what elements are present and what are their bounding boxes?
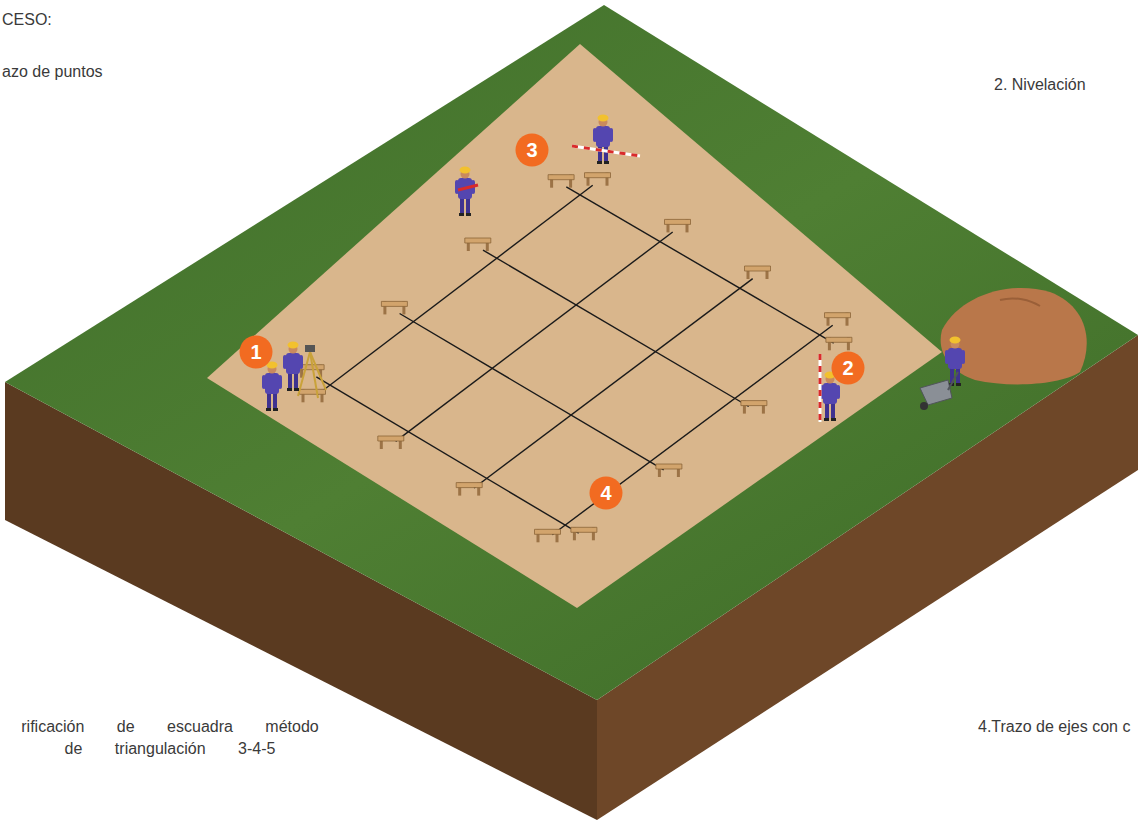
callout-number: 4: [589, 476, 623, 510]
heading-text: CESO:: [2, 9, 52, 31]
step-label: 4.Trazo de ejes con c: [978, 716, 1130, 738]
callout-circle-fill: [516, 134, 549, 167]
callout-number-text: 1: [239, 335, 273, 369]
callout-number: 3: [515, 133, 549, 167]
soil-mound: [941, 288, 1087, 384]
callout-number: 2: [831, 351, 865, 385]
callout-number-text: 4: [589, 476, 623, 510]
callout-number: 1: [239, 335, 273, 369]
callout-number-text: 2: [831, 351, 865, 385]
step-label: azo de puntos: [2, 61, 103, 83]
wheelbarrow: [920, 372, 958, 410]
grass-top: [5, 5, 1138, 700]
step-label: 2. Nivelación: [994, 74, 1086, 96]
axis-lines: [316, 185, 833, 534]
tripod: [298, 345, 326, 398]
leveled-pad: [207, 44, 942, 608]
leveling-rods: [458, 146, 820, 422]
step-label: rificación de escuadra método de triangu…: [2, 716, 338, 760]
batter-boards: [298, 173, 852, 543]
callout-circle-fill: [240, 336, 273, 369]
callout-circle-fill: [832, 352, 865, 385]
soil-mound-shade: [1000, 298, 1040, 306]
callout-number-text: 3: [515, 133, 549, 167]
callout-circle-fill: [590, 477, 623, 510]
workers: [262, 115, 965, 422]
